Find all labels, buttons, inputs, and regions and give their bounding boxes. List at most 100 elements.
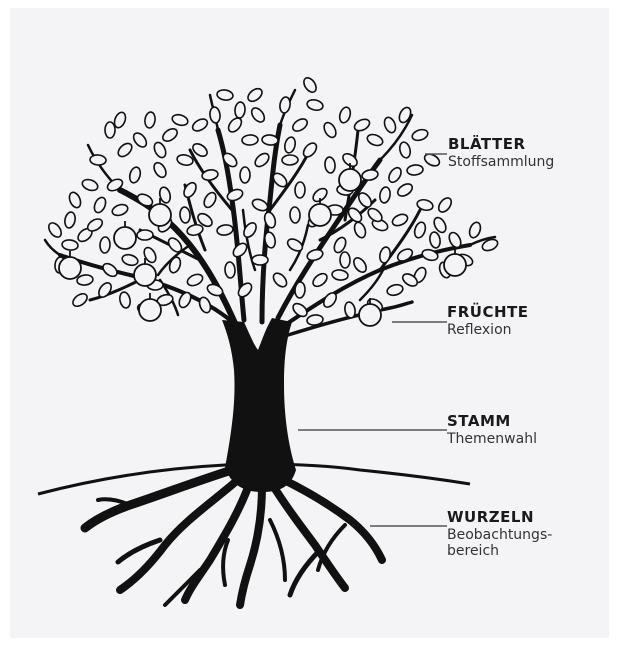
label-fruits-subtitle: Reflexion <box>447 323 529 337</box>
leaf <box>201 169 219 182</box>
leaf <box>101 261 120 279</box>
leaf <box>231 241 249 259</box>
leaf <box>46 221 63 240</box>
leaf <box>361 169 378 182</box>
leaf <box>378 246 391 264</box>
label-leaves-subtitle: Stoffsammlung <box>448 155 554 169</box>
leaf <box>226 116 244 135</box>
label-leaves-title: BLÄTTER <box>448 137 554 152</box>
leaves <box>46 76 499 326</box>
trunk <box>222 318 296 492</box>
leaf <box>234 102 245 119</box>
leaf <box>324 157 336 174</box>
leaf <box>71 291 90 309</box>
leaf <box>331 269 348 281</box>
leaf <box>344 301 357 319</box>
label-roots-title: WURZELN <box>447 510 552 525</box>
leaf <box>411 128 429 142</box>
leaf <box>352 221 367 240</box>
leaf <box>366 132 385 147</box>
leaf <box>209 106 221 123</box>
leaf <box>279 96 291 113</box>
leaf <box>161 126 180 143</box>
fruit <box>149 204 171 226</box>
leaf <box>177 291 193 310</box>
leaf <box>118 291 131 309</box>
leaf <box>105 122 115 138</box>
leaf <box>379 186 392 203</box>
label-roots: WURZELN Beobachtungs- bereich <box>447 510 552 558</box>
leaf <box>242 135 259 146</box>
label-roots-subtitle-line2: bereich <box>447 544 552 558</box>
fruit <box>359 304 381 326</box>
leaf <box>131 131 149 150</box>
fruit <box>309 204 331 226</box>
leaf <box>322 121 339 140</box>
leaf <box>182 181 199 200</box>
leaf <box>249 106 267 125</box>
leaf <box>391 212 410 228</box>
leaf <box>100 237 111 254</box>
leaf <box>152 141 168 160</box>
leaf <box>271 271 289 290</box>
leaf <box>290 207 301 224</box>
leaf <box>81 178 99 193</box>
leaf <box>144 111 156 128</box>
leaf <box>67 191 82 210</box>
leaf <box>353 117 372 133</box>
leaf <box>179 207 190 224</box>
leaf <box>429 231 442 248</box>
roots <box>85 470 382 605</box>
leaf <box>301 141 319 160</box>
leaf <box>291 116 310 133</box>
leaf <box>186 272 205 288</box>
leaf <box>186 223 204 237</box>
leaf <box>137 230 153 240</box>
leaf <box>386 166 403 185</box>
label-trunk-subtitle: Themenwahl <box>447 432 537 446</box>
leaf <box>291 301 310 319</box>
leaf <box>306 98 324 111</box>
fruit <box>59 257 81 279</box>
leaf <box>252 255 268 265</box>
leaf <box>295 182 306 198</box>
label-fruits: FRÜCHTE Reflexion <box>447 305 529 337</box>
leaf <box>351 256 368 275</box>
leaf <box>198 296 213 314</box>
label-trunk-title: STAMM <box>447 414 537 429</box>
leaf <box>216 224 233 236</box>
leaf <box>306 248 324 262</box>
leaf <box>262 134 279 145</box>
leaf <box>386 283 404 297</box>
leaf <box>301 76 318 95</box>
leaf <box>468 221 483 239</box>
leaf <box>202 191 219 210</box>
leaf <box>216 89 233 101</box>
leaf <box>64 211 77 229</box>
leaf <box>111 203 129 218</box>
leaf <box>338 106 352 124</box>
leaf <box>397 106 413 125</box>
leaf <box>283 136 296 154</box>
fruit <box>339 169 361 191</box>
leaf <box>171 113 189 127</box>
leaf <box>191 117 210 134</box>
leaf <box>224 262 235 279</box>
leaf <box>116 141 135 159</box>
label-trunk: STAMM Themenwahl <box>447 414 537 446</box>
label-roots-subtitle: Beobachtungs- <box>447 528 552 542</box>
leaf <box>340 252 351 268</box>
fruit <box>139 299 161 321</box>
leaf <box>407 164 424 176</box>
leaf <box>168 256 183 274</box>
leaf <box>92 196 108 215</box>
fruit <box>134 264 156 286</box>
leaf <box>61 239 78 251</box>
leaf <box>413 221 427 239</box>
leaf <box>282 155 298 166</box>
leaf <box>246 86 265 104</box>
leaf <box>396 181 415 198</box>
leaf <box>398 141 412 159</box>
leaf <box>240 167 250 183</box>
leaf <box>311 271 330 289</box>
